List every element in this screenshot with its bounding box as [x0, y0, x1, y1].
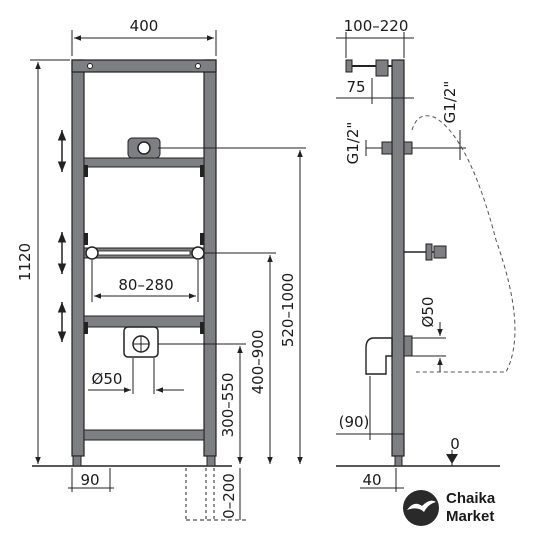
- dim-300-550: [158, 343, 246, 464]
- side-post: [391, 59, 405, 457]
- dim-400-900: [204, 252, 276, 464]
- dim-width: [71, 30, 217, 56]
- dim-inlet: [365, 130, 466, 160]
- dim-depth: [336, 376, 404, 440]
- logo-bird-icon: [407, 500, 436, 512]
- dim-depth-label: (90): [339, 413, 370, 431]
- dim-0-200-label: 0–200: [220, 473, 238, 519]
- side-drain-elbow: [365, 337, 393, 375]
- dim-offset-label: 75: [346, 78, 365, 96]
- dim-side-drain: [412, 322, 446, 372]
- dim-slot-label: 80–280: [118, 276, 173, 294]
- top-hole-left: [87, 63, 93, 69]
- mount-bolt-cap: [433, 245, 447, 259]
- bracket-2: [200, 165, 204, 177]
- top-hole-right: [195, 63, 201, 69]
- slot-opening: [97, 250, 191, 256]
- side-foot: [394, 455, 403, 467]
- inlet-left-label: G1/2": [344, 122, 362, 165]
- dim-width-label: 400: [130, 17, 159, 35]
- side-drain-label: Ø50: [419, 297, 437, 328]
- dim-slot: [91, 260, 199, 302]
- left-foot: [72, 455, 82, 467]
- wall-bracket-clamp: [375, 59, 389, 77]
- dim-side-top-label: 100–220: [344, 17, 409, 35]
- wall-bracket-end: [345, 59, 353, 73]
- side-inlet-nut: [403, 141, 413, 155]
- slot-bolt-left: [85, 246, 99, 260]
- dim-520-1000-label: 520–1000: [279, 273, 297, 347]
- brand-logo: Chaika Market: [403, 490, 496, 526]
- dim-side-top: [336, 32, 414, 104]
- dim-drain-label: Ø50: [92, 370, 123, 388]
- dim-height: [30, 59, 70, 464]
- dim-bottom: [68, 468, 114, 492]
- bracket-6: [200, 322, 204, 334]
- top-crossbar: [71, 59, 217, 73]
- inlet-right-label: G1/2": [441, 81, 459, 124]
- brand-line2: Market: [446, 508, 494, 525]
- bracket-5: [84, 322, 88, 334]
- right-post: [203, 59, 217, 457]
- brand-line1: Chaika: [446, 490, 496, 507]
- lower-crossbar: [83, 315, 205, 328]
- side-drain-flange: [403, 335, 413, 357]
- dim-drain: [88, 358, 184, 394]
- inlet-crossbar: [83, 157, 205, 168]
- bottom-crossbar: [83, 429, 205, 441]
- dim-bottom-label: 90: [80, 471, 99, 489]
- dim-0-200: [185, 468, 246, 521]
- side-view: 100–220 75 G1/2" G1/2" Ø50: [336, 17, 516, 492]
- floor-label: 0: [450, 435, 460, 453]
- dim-foot: [360, 468, 404, 492]
- inlet-port: [137, 141, 151, 155]
- side-inlet-body: [381, 141, 393, 155]
- mount-bolt-washer: [425, 243, 433, 261]
- dim-400-900-label: 400–900: [249, 330, 267, 395]
- dim-foot-label: 40: [362, 471, 381, 489]
- dim-height-label: 1120: [16, 243, 34, 281]
- left-post: [71, 59, 85, 457]
- dim-300-550-label: 300–550: [219, 373, 237, 438]
- front-view: 400 1120 90 80–280 Ø50: [16, 17, 306, 521]
- urinal-outline: [411, 115, 516, 373]
- bracket-3: [84, 233, 88, 245]
- bracket-1: [84, 165, 88, 177]
- right-foot: [206, 455, 216, 467]
- slot-bolt-right: [191, 246, 205, 260]
- floor-marker-arrow: [446, 454, 458, 464]
- bracket-4: [200, 233, 204, 245]
- dim-520-1000: [158, 147, 306, 464]
